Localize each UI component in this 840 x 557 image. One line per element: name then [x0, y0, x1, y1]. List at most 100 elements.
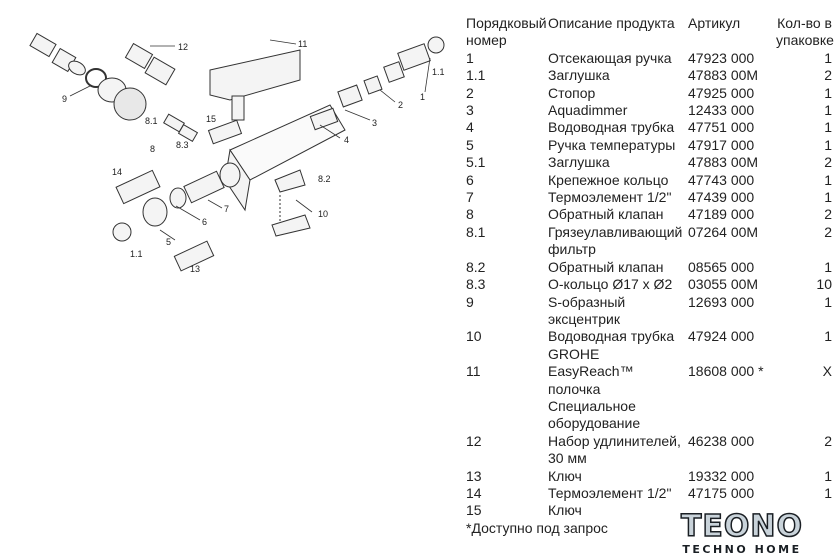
row-article: 08565 000 — [688, 258, 755, 275]
row-description: Грязеулавливающий фильтр — [548, 223, 683, 258]
table-header: Порядковый номер Описание продукта Артик… — [466, 15, 834, 50]
row-article: 12693 000 — [688, 293, 755, 310]
callout-8-1: 8.1 — [145, 116, 158, 126]
row-number: 1.1 — [466, 67, 486, 84]
row-number: 8.2 — [466, 258, 486, 275]
row-number: 4 — [466, 119, 474, 136]
row-quantity: 2 — [824, 154, 832, 171]
table-row: 8.1 Грязеулавливающий фильтр 07264 00M 2 — [466, 224, 832, 259]
callout-3: 3 — [372, 118, 377, 128]
row-description: EasyReach™ полочка — [548, 363, 634, 397]
row-quantity: 10 — [816, 276, 832, 293]
table-row: 11 EasyReach™ полочка 18608 000 * X — [466, 363, 832, 398]
callout-8-2: 8.2 — [318, 174, 331, 184]
row-number: 8.1 — [466, 223, 486, 240]
header-article: Артикул — [688, 15, 741, 31]
row-quantity: 1 — [824, 328, 832, 345]
row-description: Термоэлемент 1/2" — [548, 189, 672, 206]
row-quantity: 1 — [824, 189, 832, 206]
row-quantity: 2 — [824, 223, 832, 240]
table-row: 6 Крепежное кольцо 47743 000 1 — [466, 172, 832, 189]
callout-2: 2 — [398, 100, 403, 110]
row-article: 47189 000 — [688, 206, 755, 223]
row-article: 47439 000 — [688, 189, 755, 206]
row-article: 47923 000 — [688, 49, 755, 66]
callout-8: 8 — [150, 144, 155, 154]
callout-10: 10 — [318, 209, 328, 219]
row-number: 3 — [466, 102, 474, 119]
callout-6: 6 — [202, 217, 207, 227]
row-description: Ручка температуры — [548, 136, 676, 153]
row-description: Обратный клапан — [548, 258, 664, 275]
row-article — [688, 398, 776, 433]
row-quantity: 1 — [824, 467, 832, 484]
row-article: 18608 000 * — [688, 363, 764, 380]
row-number: 7 — [466, 189, 474, 206]
callout-12: 12 — [178, 42, 188, 52]
row-article: 47743 000 — [688, 171, 755, 188]
header-number: Порядковый номер — [466, 15, 547, 49]
row-quantity: 1 — [824, 171, 832, 188]
row-quantity: 1 — [824, 119, 832, 136]
row-article: 46238 000 — [688, 432, 755, 449]
table-row: 5 Ручка температуры 47917 000 1 — [466, 137, 832, 154]
row-number: 8 — [466, 206, 474, 223]
callout-1-1: 1.1 — [432, 67, 445, 77]
callout-7: 7 — [224, 204, 229, 214]
table-row: 8 Обратный клапан 47189 000 2 — [466, 206, 832, 223]
row-number: 2 — [466, 84, 474, 101]
callout-8-3: 8.3 — [176, 140, 189, 150]
row-number: 8.3 — [466, 276, 486, 293]
parts-table: Порядковый номер Описание продукта Артик… — [466, 15, 834, 537]
row-description: Водоводная трубка GROHE — [548, 328, 675, 362]
row-number: 1 — [466, 49, 474, 66]
row-article: 07264 00M — [688, 223, 759, 240]
row-number: 12 — [466, 432, 482, 449]
row-quantity: 1 — [824, 49, 832, 66]
row-number: 9 — [466, 293, 474, 310]
row-description: Обратный клапан — [548, 206, 664, 223]
row-article: 47175 000 — [688, 484, 755, 501]
row-description: Заглушка — [548, 154, 610, 171]
row-number: 6 — [466, 171, 474, 188]
row-number: 5.1 — [466, 154, 486, 171]
row-number: 5 — [466, 136, 474, 153]
teono-logo: TEONO TECHNO HOME — [664, 509, 820, 557]
callout-14: 14 — [112, 167, 122, 177]
row-quantity: 2 — [824, 206, 832, 223]
callout-15: 15 — [206, 114, 216, 124]
row-description: Крепежное кольцо — [548, 171, 669, 188]
row-number: 10 — [466, 328, 482, 345]
callout-13: 13 — [190, 264, 200, 274]
row-description: Ключ — [548, 502, 582, 519]
row-quantity: X — [822, 363, 832, 380]
exploded-parts-diagram: 12 11 9 1 1.1 2 3 4 8.1 8 8.3 15 7 8.2 6… — [29, 32, 445, 274]
footnote: *Доступно под запрос — [466, 519, 608, 536]
callout-9: 9 — [62, 94, 67, 104]
header-quantity: Кол-во в упаковке — [776, 15, 834, 49]
row-quantity: 1 — [824, 102, 832, 119]
row-description: Набор удлинителей, 30 мм — [548, 432, 681, 467]
row-quantity: 1 — [824, 136, 832, 153]
row-quantity: 2 — [824, 432, 832, 449]
row-number: 11 — [466, 363, 481, 380]
row-number: 13 — [466, 467, 482, 484]
row-article: 47883 00M — [688, 154, 759, 171]
row-article: 19332 000 — [688, 467, 755, 484]
row-article: 03055 00M — [688, 276, 759, 293]
row-quantity: 2 — [824, 67, 832, 84]
row-quantity: 1 — [824, 84, 832, 101]
row-description: Специальное оборудование — [548, 397, 641, 432]
row-number: 14 — [466, 484, 482, 501]
logo-main: TEONO — [680, 509, 804, 544]
row-quantity: 1 — [824, 293, 832, 310]
row-article: 47917 000 — [688, 136, 755, 153]
